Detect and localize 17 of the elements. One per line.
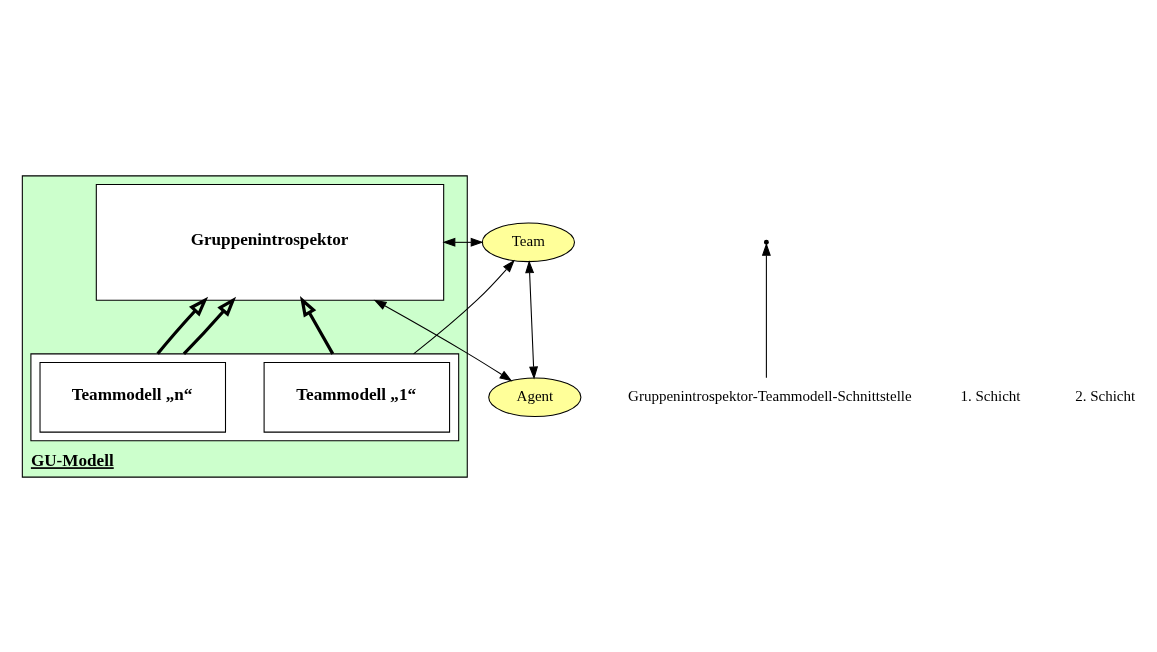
node-text: Gruppenintrospektor-Teammodell-Schnittstelle [628, 387, 912, 404]
arrow [299, 295, 335, 355]
node-box: Teammodell „1“ [263, 361, 451, 433]
arrow [156, 296, 209, 355]
node-ellipse: Agent [488, 376, 582, 417]
arrow [761, 242, 771, 378]
node-box: Teammodell „n“ [39, 361, 227, 433]
node-box: Gruppenintrospektor [95, 183, 445, 301]
cluster [30, 352, 460, 441]
arrow [525, 259, 539, 379]
label: 2. Schicht [1075, 387, 1136, 404]
node-ellipse: Team [481, 222, 575, 262]
arrow [182, 296, 237, 355]
label: 1. Schicht [960, 387, 1021, 404]
arrow [373, 299, 513, 381]
arrow [442, 237, 484, 247]
arrow [413, 259, 515, 354]
